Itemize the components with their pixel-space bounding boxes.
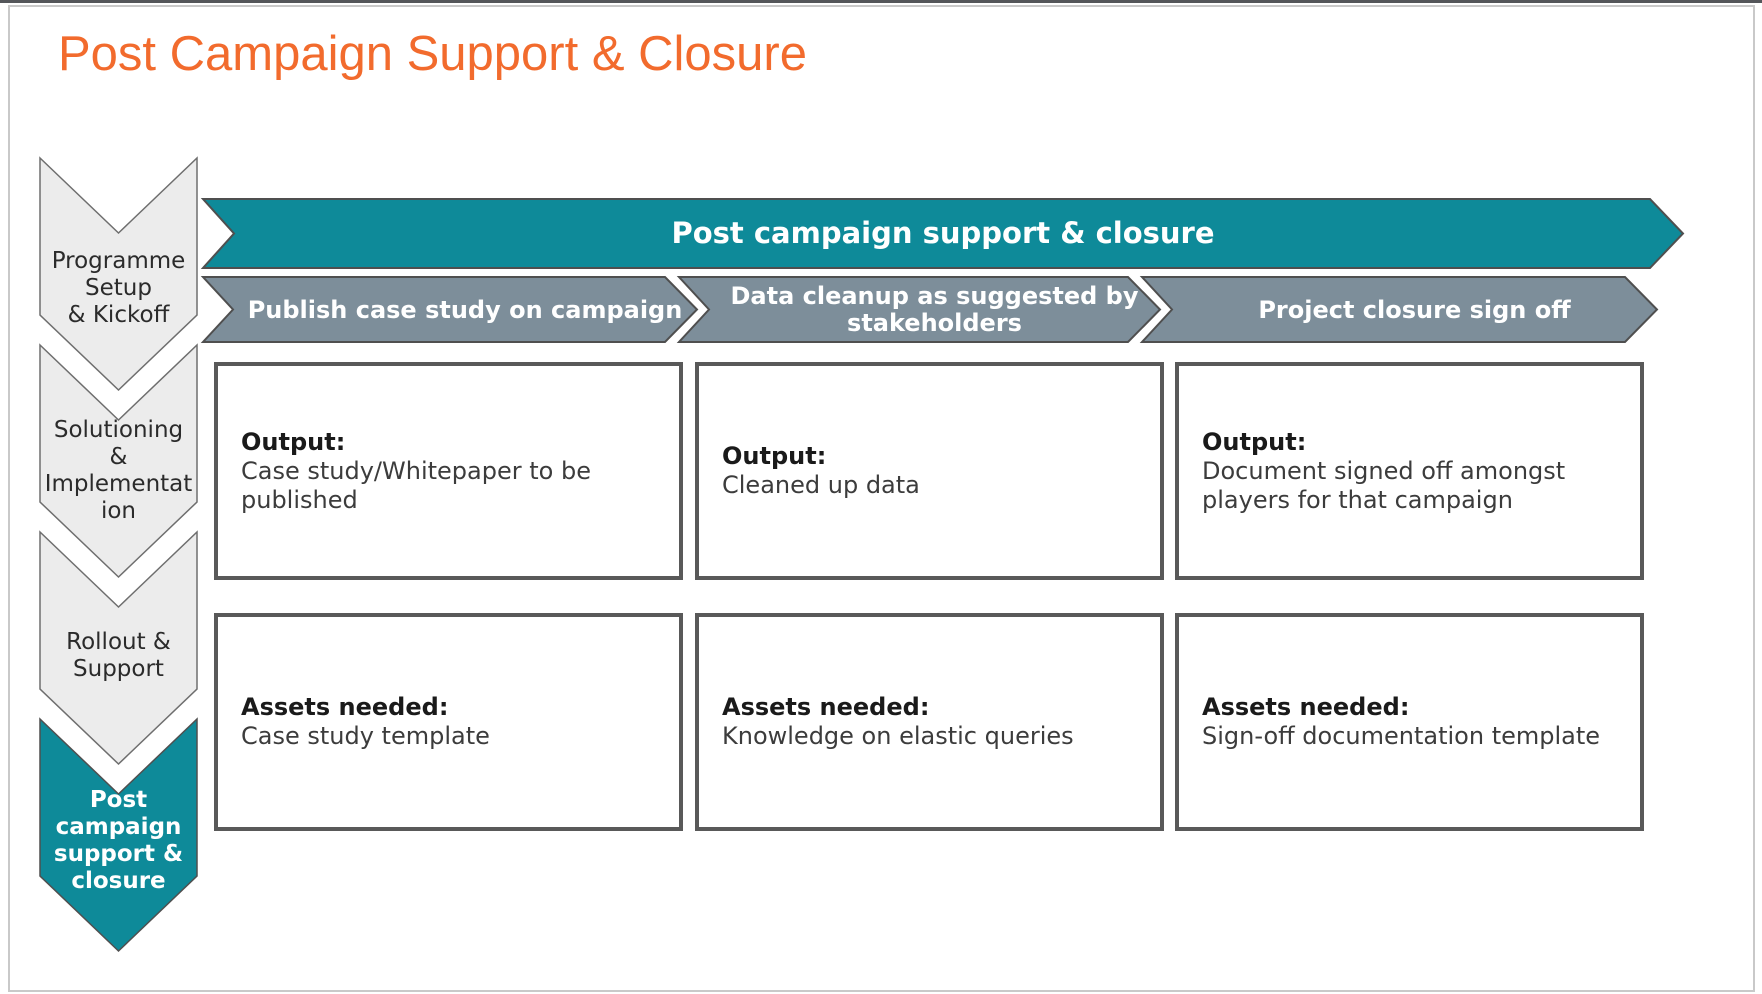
slide-frame-border [8, 5, 1755, 992]
output-label: Output: [241, 427, 346, 456]
step-label-project-closure: Project closure sign off [1258, 296, 1571, 324]
output-text: Cleaned up data [722, 471, 920, 499]
stage-chevron-solutioning-implementation [39, 343, 198, 579]
step-arrow-data-cleanup [676, 276, 1162, 343]
output-box-data-cleanup: Output: Cleaned up data [695, 362, 1164, 580]
step-label-data-cleanup: Data cleanup as suggested by stakeholder… [730, 282, 1139, 337]
step-arrow-project-closure [1139, 276, 1659, 343]
step-label-publish-case-study: Publish case study on campaign [247, 296, 683, 324]
stage-chevron-post-campaign-active [39, 717, 198, 953]
output-label: Output: [722, 442, 827, 470]
assets-label: Assets needed: [722, 693, 930, 721]
output-box-project-closure: Output: Document signed off amongst play… [1175, 362, 1644, 580]
assets-text: Knowledge on elastic queries [722, 722, 1074, 750]
stage-label-programme-setup-kickoff: Programme Setup & Kickoff [51, 248, 186, 328]
assets-label: Assets needed: [1202, 693, 1410, 721]
assets-box-data-cleanup: Assets needed: Knowledge on elastic quer… [695, 613, 1164, 831]
output-label: Output: [1202, 427, 1307, 456]
assets-text: Sign-off documentation template [1202, 722, 1601, 750]
output-text: Case study/Whitepaper to be published [241, 456, 591, 514]
banner-arrow [200, 198, 1685, 269]
stage-label-solutioning-implementation: Solutioning & Implementat ion [44, 417, 193, 524]
output-text: Document signed off amongst players for … [1202, 456, 1566, 514]
stage-label-post-campaign-active: Post campaign support & closure [53, 787, 184, 894]
assets-label: Assets needed: [241, 693, 449, 721]
banner-label: Post campaign support & closure [671, 216, 1215, 250]
assets-box-publish-case-study: Assets needed: Case study template [214, 613, 683, 831]
output-box-publish-case-study: Output: Case study/Whitepaper to be publ… [214, 362, 683, 580]
page-title: Post Campaign Support & Closure [58, 27, 807, 81]
step-arrow-publish-case-study [200, 276, 699, 343]
stage-chevron-programme-setup-kickoff [39, 156, 198, 392]
assets-box-project-closure: Assets needed: Sign-off documentation te… [1175, 613, 1644, 831]
assets-text: Case study template [241, 722, 490, 750]
top-accent-bar [0, 0, 1762, 3]
stage-chevron-rollout-support [39, 530, 198, 766]
stage-label-rollout-support: Rollout & Support [66, 629, 171, 682]
